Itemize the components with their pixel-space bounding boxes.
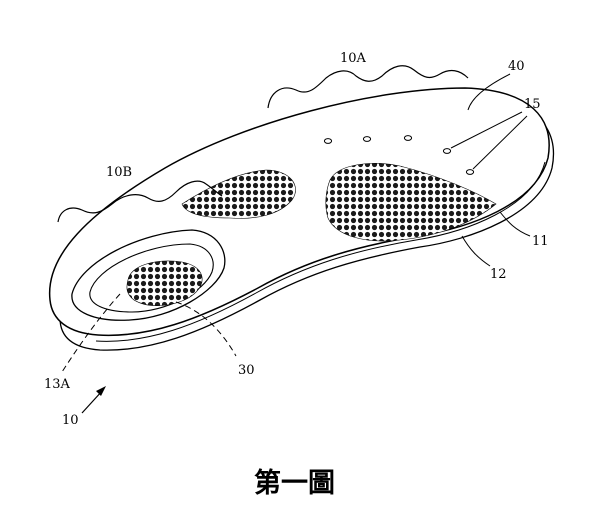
label-10: 10 [62,413,79,428]
label-40: 40 [508,59,525,74]
arrow-10 [81,386,106,414]
leader-11 [499,211,531,237]
label-10b: 10B [106,165,132,180]
leader-15a [450,111,523,149]
layer-seam-line [95,161,546,342]
hole [465,169,475,175]
heel-pad-texture [126,260,203,306]
label-13a: 13A [44,377,71,392]
leader-12 [461,235,491,267]
arch-pad-texture [181,169,296,219]
hole [442,148,452,154]
figure-caption: 第一圖 [254,467,335,499]
hole [403,135,413,141]
leader-40 [467,73,511,111]
label-30: 30 [238,363,255,378]
label-11: 11 [532,234,549,249]
ventilation-holes [323,135,475,175]
label-10a: 10A [340,51,367,66]
leader-15b [472,115,528,170]
hole [323,138,333,144]
forefoot-pad-texture [325,163,497,242]
brace-10b [57,180,223,223]
label-12: 12 [490,267,507,282]
leader-lines [61,73,531,373]
hole [362,136,372,142]
brace-10a [267,65,469,109]
label-15: 15 [524,97,541,112]
leader-30 [175,301,237,357]
